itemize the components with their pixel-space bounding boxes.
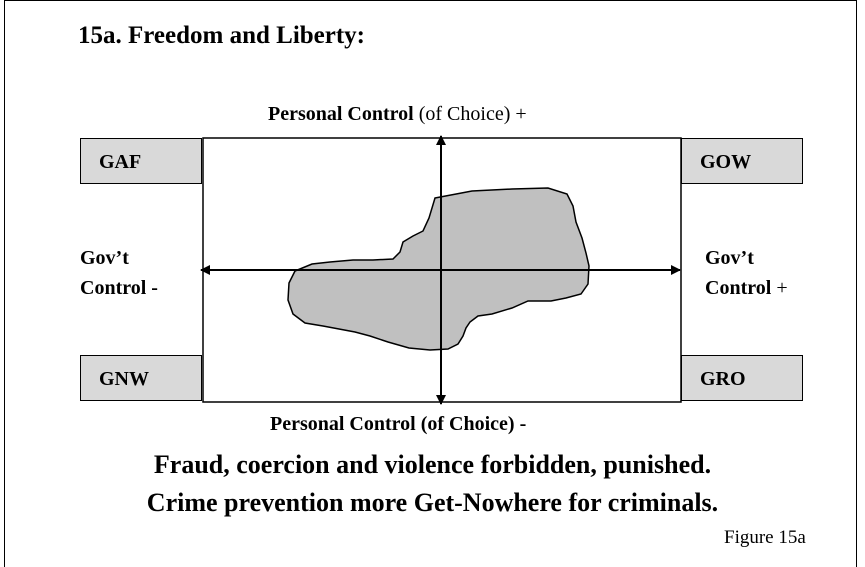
right-axis-label-line2: Control +: [705, 273, 788, 303]
bottom-axis-label: Personal Control (of Choice) -: [270, 413, 526, 436]
bottom-axis-label-main: Personal Control: [270, 413, 416, 435]
left-axis-label-line1: Gov’t: [80, 247, 129, 269]
caption-line-2: Crime prevention more Get-Nowhere for cr…: [146, 488, 719, 517]
left-axis-label: Gov’t Control -: [80, 243, 158, 303]
top-axis-label-rest: (of Choice) +: [413, 103, 527, 125]
bottom-axis-label-rest: (of Choice) -: [415, 413, 527, 435]
right-axis-label-main: Control: [705, 277, 772, 299]
top-axis-label-main: Personal Control: [268, 103, 414, 125]
quadrant-box-gaf: GAF: [80, 138, 202, 184]
figure-number-label: Figure 15a: [724, 527, 806, 548]
caption-line-1: Fraud, coercion and violence forbidden, …: [153, 450, 712, 479]
quadrant-box-gnw: GNW: [80, 355, 202, 401]
right-axis-label-sign: +: [771, 277, 788, 299]
figure-title: 15a. Freedom and Liberty:: [78, 22, 366, 49]
quadrant-box-gow: GOW: [681, 138, 803, 184]
figure-frame: [4, 0, 857, 567]
top-axis-label: Personal Control (of Choice) +: [268, 103, 527, 126]
quadrant-box-gro: GRO: [681, 355, 803, 401]
right-axis-label: Gov’t Control +: [705, 243, 788, 303]
left-axis-label-line2: Control -: [80, 277, 158, 299]
right-axis-label-line1: Gov’t: [705, 247, 754, 269]
